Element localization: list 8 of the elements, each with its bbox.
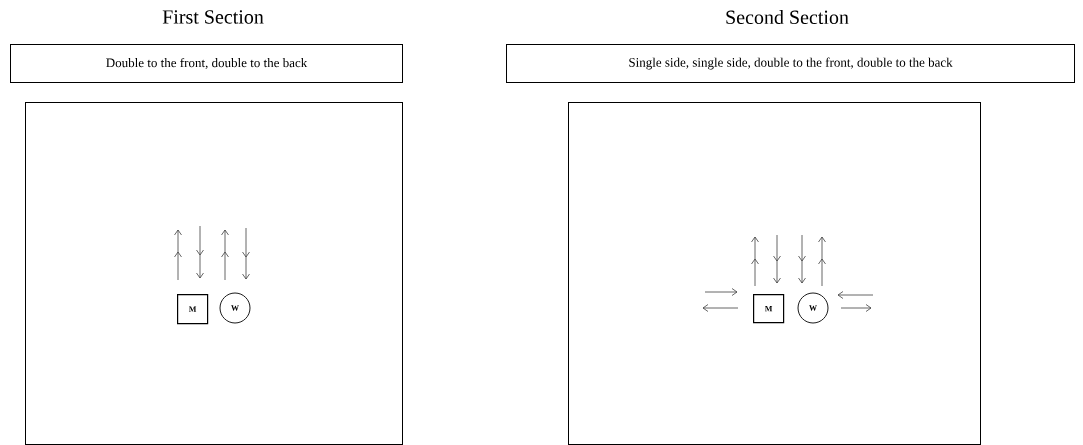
caption-box: Double to the front, double to the back bbox=[10, 44, 403, 83]
caption-box: Single side, single side, double to the front, double to the back bbox=[506, 44, 1075, 83]
symbol-box: M bbox=[753, 294, 785, 324]
section-heading: First Section bbox=[162, 10, 264, 24]
section-heading: Second Section bbox=[726, 9, 849, 25]
panel-frame bbox=[568, 102, 981, 445]
symbol-box: M bbox=[177, 294, 209, 325]
panel-frame bbox=[25, 102, 403, 445]
